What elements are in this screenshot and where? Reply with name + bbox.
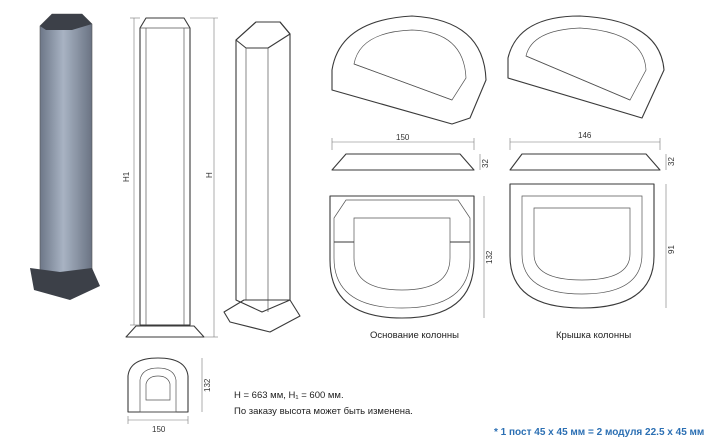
dim-bottom-height: 132 (203, 378, 212, 392)
bottom-view (127, 357, 203, 424)
custom-height-note: По заказу высота может быть изменена. (234, 406, 413, 417)
cap-plan-view (509, 183, 667, 309)
cap-label: Крышка колонны (556, 330, 631, 341)
base-side-view (331, 138, 481, 171)
dim-h: H (205, 172, 214, 178)
post-elevation (125, 17, 218, 338)
dim-cap-width: 146 (578, 131, 592, 140)
cap-isometric (507, 15, 665, 119)
post-isometric (223, 21, 301, 333)
module-footnote: * 1 пост 45 x 45 мм = 2 модуля 22.5 x 45… (494, 427, 704, 438)
dim-base-depth: 132 (485, 250, 494, 264)
cap-side-view (509, 138, 667, 171)
dim-cap-height: 32 (667, 157, 676, 166)
dim-h1: H1 (122, 171, 131, 182)
base-isometric (331, 15, 487, 125)
dim-bottom-width: 150 (152, 425, 166, 434)
base-label: Основание колонны (370, 330, 459, 341)
height-spec-note: H = 663 мм, H₁ = 600 мм. (234, 390, 344, 401)
base-plan-view (329, 195, 485, 319)
post-render (30, 13, 100, 300)
dim-base-height: 32 (481, 159, 490, 168)
dim-base-width: 150 (396, 133, 410, 142)
dim-cap-depth: 91 (667, 245, 676, 254)
